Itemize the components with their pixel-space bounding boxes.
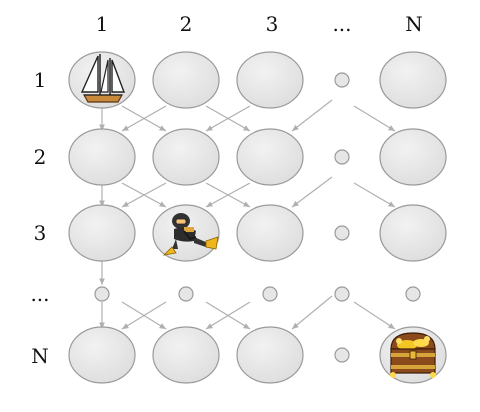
sailboat-icon xyxy=(80,54,126,103)
arrow-from-ellipsis-0 xyxy=(291,99,333,132)
grid-node-r4-c1 xyxy=(94,286,110,302)
grid-node-r5-c1 xyxy=(68,326,136,384)
grid-node-r3-c4 xyxy=(334,225,350,241)
grid-node-r5-c3 xyxy=(236,326,304,384)
grid-node-r4-c3 xyxy=(262,286,278,302)
arrow-diag-left-0-1 xyxy=(205,105,251,132)
treasure-chest-icon xyxy=(390,332,436,378)
arrow-into-n-2 xyxy=(353,301,396,330)
grid-node-r1-c2 xyxy=(152,51,220,109)
row-label-ellipsis: ... xyxy=(30,282,50,306)
arrow-diag-left-2-0 xyxy=(121,301,167,330)
grid-node-r4-c2 xyxy=(178,286,194,302)
row-label-1: 1 xyxy=(33,68,47,92)
grid-node-r3-c5 xyxy=(379,204,447,262)
arrow-from-ellipsis-1 xyxy=(291,176,333,208)
grid-node-r1-c3 xyxy=(236,51,304,109)
grid-node-r4-c5 xyxy=(405,286,421,302)
grid-node-r2-c4 xyxy=(334,149,350,165)
arrow-into-n-0 xyxy=(353,105,396,132)
grid-node-r2-c3 xyxy=(236,128,304,186)
grid-node-r1-c5 xyxy=(379,51,447,109)
grid-node-r4-c4 xyxy=(334,286,350,302)
column-label-n: N xyxy=(405,12,423,36)
row-label-3: 3 xyxy=(33,221,47,245)
arrow-diag-left-1-0 xyxy=(121,182,167,208)
diver-icon xyxy=(162,213,219,256)
grid-node-r5-c4 xyxy=(334,347,350,363)
grid-node-r1-c4 xyxy=(334,72,350,88)
row-label-n: N xyxy=(31,344,49,368)
grid-node-r3-c1 xyxy=(68,204,136,262)
transition-arrows xyxy=(99,99,396,330)
arrow-diag-left-0-0 xyxy=(121,105,167,132)
row-label-2: 2 xyxy=(33,145,47,169)
arrow-diag-left-1-1 xyxy=(205,182,251,208)
grid-nodes xyxy=(68,51,447,384)
column-label-2: 2 xyxy=(179,12,193,36)
grid-node-r5-c2 xyxy=(152,326,220,384)
grid-node-r2-c1 xyxy=(68,128,136,186)
arrow-into-n-1 xyxy=(353,182,396,208)
grid-node-r2-c2 xyxy=(152,128,220,186)
grid-node-r2-c5 xyxy=(379,128,447,186)
grid-node-r1-c1 xyxy=(68,51,136,109)
column-label-ellipsis: ... xyxy=(332,12,352,36)
arrow-diag-left-2-1 xyxy=(205,301,251,330)
column-label-1: 1 xyxy=(95,12,109,36)
arrow-from-ellipsis-2 xyxy=(291,295,333,330)
column-label-3: 3 xyxy=(265,12,279,36)
grid-node-r3-c3 xyxy=(236,204,304,262)
